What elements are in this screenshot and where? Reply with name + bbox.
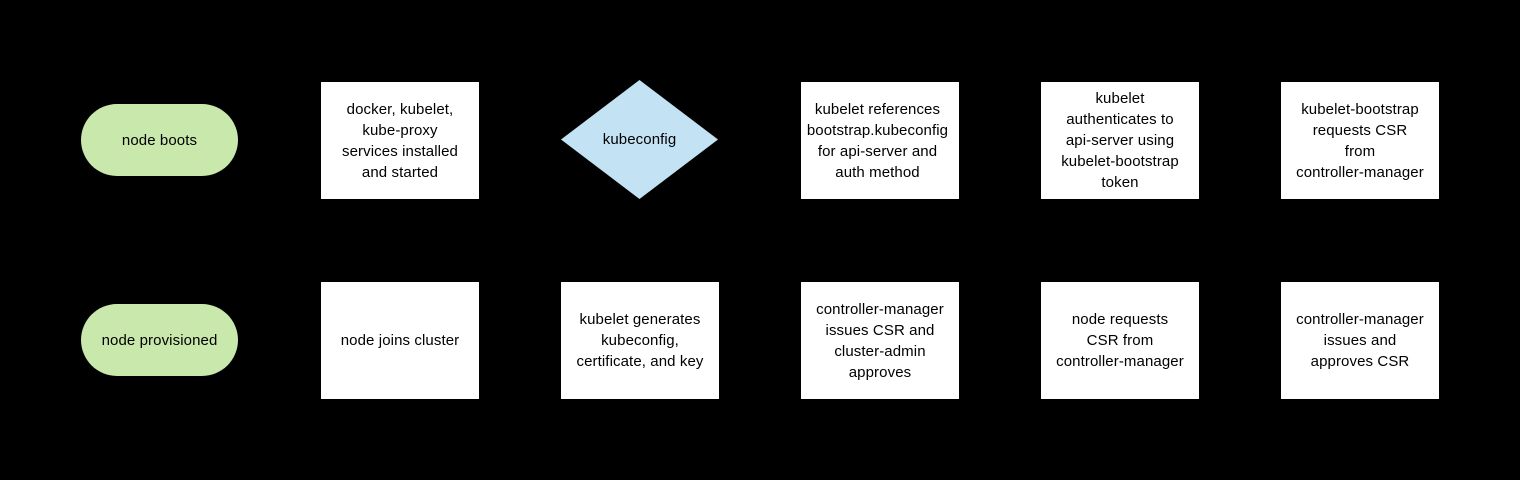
node-label: node requests CSR from controller-manage… xyxy=(1056,311,1184,370)
node-label: node provisioned xyxy=(101,331,218,349)
node-label: controller-manager issues CSR and cluste… xyxy=(816,300,944,381)
node-label: node boots xyxy=(121,131,198,149)
node-label: kubelet authenticates to api-server usin… xyxy=(1061,90,1179,191)
node-label: controller-manager issues and approves C… xyxy=(1296,311,1424,370)
node-kubeconfig-decision[interactable]: kubeconfig xyxy=(561,80,718,199)
node-label: docker, kubelet, kube-proxy services ins… xyxy=(341,100,458,181)
node-label: kubelet references bootstrap.kubeconfig … xyxy=(806,100,949,181)
node-kubelet-generates[interactable]: kubelet generates kubeconfig, certificat… xyxy=(561,282,719,399)
node-node-requests-csr[interactable]: node requests CSR from controller-manage… xyxy=(1041,282,1199,399)
node-cm-issues-csr[interactable]: controller-manager issues CSR and cluste… xyxy=(801,282,959,399)
node-bootstrap-requests-csr[interactable]: kubelet-bootstrap requests CSR from cont… xyxy=(1281,82,1439,199)
node-kubelet-authenticates[interactable]: kubelet authenticates to api-server usin… xyxy=(1041,82,1199,199)
node-node-joins-cluster[interactable]: node joins cluster xyxy=(321,282,479,399)
node-label: kubelet-bootstrap requests CSR from cont… xyxy=(1296,100,1424,181)
node-cm-issues-approves[interactable]: controller-manager issues and approves C… xyxy=(1281,282,1439,399)
node-kubelet-references[interactable]: kubelet references bootstrap.kubeconfig … xyxy=(801,82,959,199)
node-node-provisioned[interactable]: node provisioned xyxy=(81,304,238,376)
node-label: node joins cluster xyxy=(340,332,460,349)
node-node-boots[interactable]: node boots xyxy=(81,104,238,176)
node-services-installed[interactable]: docker, kubelet, kube-proxy services ins… xyxy=(321,82,479,199)
node-label: kubeconfig xyxy=(602,131,677,148)
node-label: kubelet generates kubeconfig, certificat… xyxy=(576,311,704,370)
